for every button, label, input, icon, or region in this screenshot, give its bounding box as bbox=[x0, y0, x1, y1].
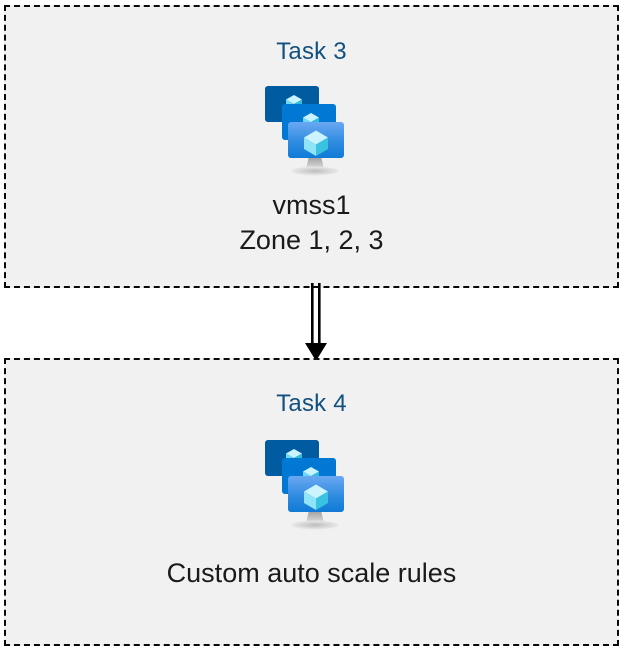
monitor-base bbox=[290, 166, 339, 176]
vmss-icon-svg bbox=[264, 86, 344, 176]
cube-front bbox=[303, 484, 328, 510]
monitor-base bbox=[290, 520, 339, 530]
connector-line-right bbox=[318, 283, 321, 345]
task-caption-task-4: Custom auto scale rules bbox=[166, 558, 457, 588]
task-box-task-3[interactable]: Task 3 bbox=[4, 5, 619, 288]
connector-arrow-task3-to-task4 bbox=[305, 283, 327, 361]
monitor-stand bbox=[305, 156, 324, 169]
task-caption-task-3: vmss1 Zone 1, 2, 3 bbox=[239, 190, 384, 255]
vmss-icon-svg bbox=[264, 440, 344, 530]
connector-line-left bbox=[311, 283, 314, 345]
task-title-task-3: Task 3 bbox=[276, 38, 347, 65]
task-box-task-4[interactable]: Task 4 bbox=[4, 358, 619, 646]
monitor-stand bbox=[305, 510, 324, 523]
task-title-task-4: Task 4 bbox=[276, 390, 347, 417]
cube-front bbox=[303, 130, 328, 156]
virtual-machine-scale-set-icon bbox=[253, 432, 371, 536]
virtual-machine-scale-set-icon bbox=[253, 78, 371, 182]
